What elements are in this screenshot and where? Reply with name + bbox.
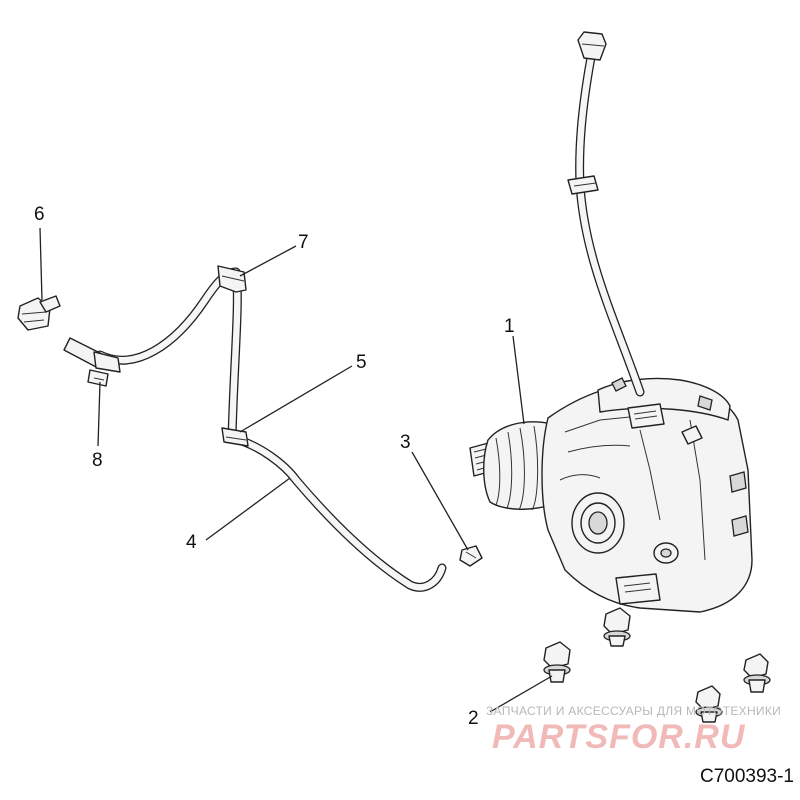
breather-hose-4: [63, 267, 447, 592]
callout-3: 3: [400, 432, 411, 453]
watermark-tagline: ЗАПЧАСТИ И АКСЕССУАРЫ ДЛЯ МОТОТЕХНИКИ: [486, 704, 782, 718]
leader-1: [512, 335, 525, 425]
callout-5: 5: [356, 352, 367, 373]
vent-hose-clip: [567, 175, 599, 195]
leader-lines: [39, 227, 553, 713]
leader-8: [97, 381, 101, 447]
clamp-3: [459, 545, 483, 567]
leader-4: [205, 477, 291, 541]
reference-code: C700393-1: [699, 766, 794, 787]
leader-3: [411, 451, 469, 551]
leader-2: [489, 675, 553, 713]
hose-clip-7: [217, 265, 247, 293]
gearcase-vent-hose: [567, 31, 645, 397]
callout-labels: 1 2 3 4 5 6 7 8: [34, 204, 515, 729]
leader-6: [39, 227, 43, 301]
bolt: [695, 685, 723, 723]
bolt: [743, 653, 771, 693]
breather-valve-6: [17, 295, 61, 331]
push-pin-clip-8: [87, 351, 121, 387]
callout-2: 2: [468, 708, 479, 729]
bolt: [543, 641, 571, 683]
callout-4: 4: [186, 532, 197, 553]
callout-7: 7: [298, 232, 309, 253]
output-flange: [571, 492, 625, 554]
leader-5: [239, 365, 353, 433]
leader-7: [239, 245, 297, 277]
mounting-bolts-2: [543, 607, 771, 723]
vent-cap: [577, 31, 607, 61]
callout-6: 6: [34, 204, 45, 225]
hose-clip-5: [221, 427, 249, 447]
bolt: [603, 607, 631, 647]
callout-1: 1: [504, 316, 515, 337]
id-label-plate: [627, 403, 665, 429]
gearcase-housing: [469, 377, 753, 613]
callout-8: 8: [92, 450, 103, 471]
watermark-brand: PARTSFOR.RU: [492, 718, 746, 756]
